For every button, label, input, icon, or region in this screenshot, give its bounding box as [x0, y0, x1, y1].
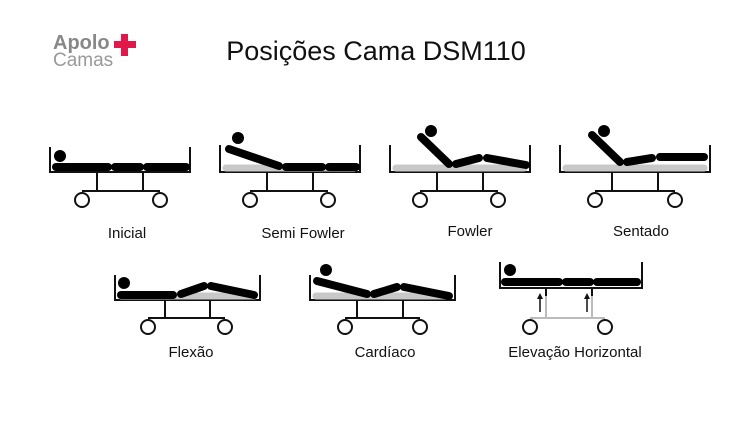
page-title: Posições Cama DSM110 [0, 36, 752, 67]
head-icon [118, 277, 130, 289]
head-icon [320, 264, 332, 276]
label-cardiaco: Cardíaco [354, 344, 416, 361]
bed-sentado [559, 125, 711, 208]
head-icon [425, 125, 437, 137]
head-icon [54, 150, 66, 162]
arrow-up-icon [537, 293, 543, 312]
head-icon [598, 125, 610, 137]
label-inicial: Inicial [107, 225, 147, 242]
label-flexao: Flexão [168, 344, 214, 361]
head-icon [232, 132, 244, 144]
label-fowler: Fowler [447, 223, 493, 240]
head-icon [504, 264, 516, 276]
bed-fowler [389, 125, 531, 208]
bed-cardiaco [309, 264, 456, 335]
page-title-text: Posições Cama DSM110 [226, 36, 526, 66]
arrow-up-icon [584, 293, 590, 312]
logo-text-camas: Camas [53, 50, 114, 71]
label-sentado: Sentado [613, 223, 669, 240]
bed-flexao [114, 275, 261, 335]
bed-inicial [49, 147, 191, 208]
bed-semi-fowler [219, 132, 361, 208]
logo-cross-icon [114, 34, 136, 56]
bed-elevacao-horizontal [499, 262, 643, 335]
label-semi-fowler: Semi Fowler [261, 225, 345, 242]
logo-text-apolo: Apolo [53, 32, 110, 54]
label-elevacao-horizontal: Elevação Horizontal [508, 344, 642, 361]
